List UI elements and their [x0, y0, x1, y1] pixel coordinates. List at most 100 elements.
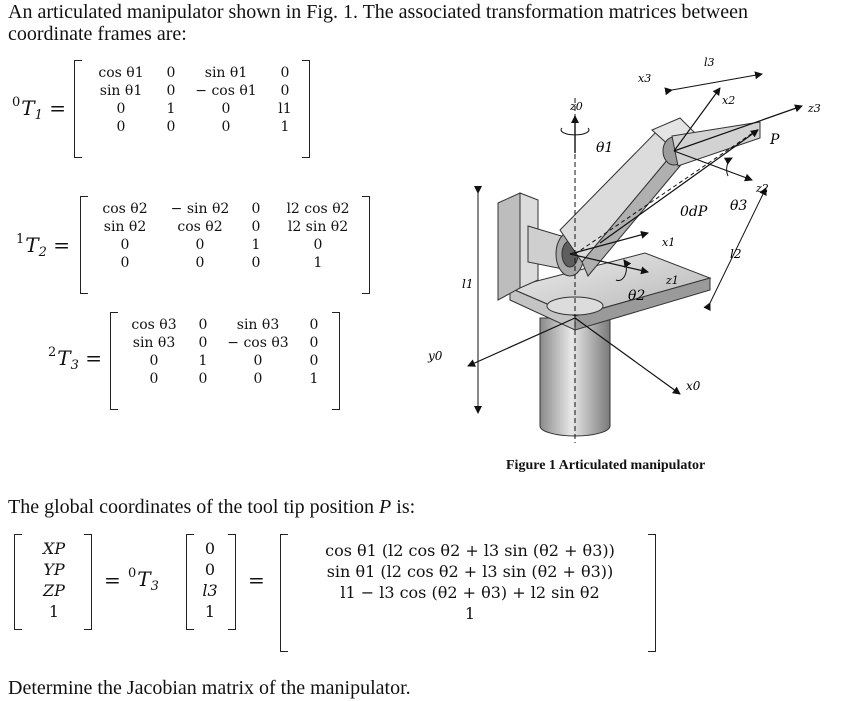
matrix-cell: l1 — [278, 101, 292, 117]
lhs-left-bracket — [14, 534, 22, 630]
matrix-t2: cos θ2 − sin θ2 0 l2 cos θ2 sin θ2 cos θ… — [90, 200, 364, 272]
matrix-cell: 0 — [195, 237, 205, 253]
matrix-cell: 0 — [198, 335, 208, 351]
matrix-cell: 0 — [116, 119, 126, 135]
global-sentence-end: is: — [391, 496, 416, 518]
manipulator-drawing — [497, 98, 761, 443]
matrix-t2-left-bracket — [80, 196, 88, 294]
vec-right-bracket — [228, 534, 236, 630]
label-x1: x1 — [662, 236, 675, 249]
matrix-cell: 0 — [166, 119, 176, 135]
vec-cell: 0 — [204, 560, 216, 579]
matrix-cell: 1 — [198, 353, 208, 369]
lhs-cell: YP — [43, 560, 65, 579]
matrix-cell: sin θ3 — [132, 335, 176, 351]
matrix-cell: 0 — [149, 371, 159, 387]
figure-caption: Figure 1 Articulated manipulator — [506, 458, 706, 473]
global-sentence: The global coordinates of the tool tip p… — [8, 495, 415, 519]
rhs-cell: 1 — [464, 604, 476, 623]
matrix-cell: 0 — [166, 83, 176, 99]
matrix-cell: 0 — [251, 255, 261, 271]
rhs-cell: l1 − l3 cos (θ2 + θ3) + l2 sin θ2 — [340, 583, 600, 602]
matrix-cell: − cos θ3 — [227, 335, 289, 351]
matrix-t1-label: 0T1 = — [12, 95, 67, 123]
matrix-t1: cos θ1 0 sin θ1 0 sin θ1 0 − cos θ1 0 0 … — [86, 64, 304, 136]
matrix-cell: 0 — [251, 201, 261, 217]
label-z0: z0 — [569, 100, 583, 113]
global-sentence-var: P — [379, 496, 392, 518]
matrix-cell: sin θ3 — [236, 317, 280, 333]
matrix-cell: l2 sin θ2 — [287, 219, 349, 235]
matrix-cell: cos θ2 — [102, 201, 148, 217]
label-theta3: θ3 — [730, 198, 747, 214]
matrix-t3-right-bracket — [332, 312, 340, 410]
lhs-cell: 1 — [48, 602, 60, 621]
label-theta1: θ1 — [596, 140, 613, 156]
label-z1: z1 — [665, 274, 679, 287]
matrix-cell: cos θ2 — [177, 219, 223, 235]
rhs-cell: sin θ1 (l2 cos θ2 + l3 sin (θ2 + θ3)) — [326, 562, 614, 581]
matrix-t1-left-bracket — [74, 60, 82, 158]
intro-line-2: coordinate frames are: — [8, 23, 187, 45]
tool-vector: 0 0 l3 1 — [194, 538, 226, 622]
matrix-cell: 0 — [309, 335, 319, 351]
label-x2: x2 — [722, 94, 735, 107]
label-z3: z3 — [807, 102, 821, 115]
matrix-cell: cos θ3 — [131, 317, 177, 333]
matrix-t3-left-bracket — [110, 312, 118, 410]
matrix-cell: 0 — [280, 65, 290, 81]
matrix-cell: 0 — [253, 371, 263, 387]
matrix-t2-label: 1T2 = — [16, 232, 71, 260]
matrix-cell: 1 — [251, 237, 261, 253]
lhs-cell: XP — [42, 539, 66, 558]
vec-cell: 0 — [204, 539, 216, 558]
equals-sign-1: = — [104, 568, 121, 592]
rhs-cell: cos θ1 (l2 cos θ2 + l3 sin (θ2 + θ3)) — [325, 541, 615, 560]
matrix-t3: cos θ3 0 sin θ3 0 sin θ3 0 − cos θ3 0 0 … — [120, 316, 330, 388]
figure-labels: x3 l3 x2 z3 P z0 θ1 0dP θ3 z2 x1 l1 l2 z… — [427, 56, 821, 393]
matrix-cell: l2 cos θ2 — [286, 201, 350, 217]
transform-t3-label: 0T3 — [128, 566, 159, 594]
lhs-vector: XP YP ZP 1 — [24, 538, 84, 622]
lhs-cell: ZP — [43, 581, 65, 600]
matrix-t1-right-bracket — [302, 60, 310, 158]
label-l1: l1 — [462, 277, 473, 291]
rhs-right-bracket — [648, 534, 656, 652]
label-x0: x0 — [686, 379, 701, 393]
frame-axes — [467, 71, 803, 414]
matrix-cell: − cos θ1 — [195, 83, 257, 99]
matrix-cell: 0 — [166, 65, 176, 81]
label-x3: x3 — [638, 72, 651, 85]
matrix-cell: sin θ1 — [99, 83, 143, 99]
matrix-cell: 0 — [120, 237, 130, 253]
matrix-cell: 1 — [166, 101, 176, 117]
matrix-cell: 0 — [313, 237, 323, 253]
matrix-cell: 0 — [149, 353, 159, 369]
manipulator-figure: x3 l3 x2 z3 P z0 θ1 0dP θ3 z2 x1 l1 l2 z… — [427, 56, 821, 443]
matrix-cell: 0 — [116, 101, 126, 117]
rhs-left-bracket — [280, 534, 288, 652]
label-y0: y0 — [427, 349, 443, 363]
label-l2: l2 — [730, 247, 741, 261]
position-vector: cos θ1 (l2 cos θ2 + l3 sin (θ2 + θ3)) si… — [292, 540, 648, 624]
vec-cell: 1 — [204, 602, 216, 621]
matrix-cell: 0 — [198, 371, 208, 387]
lhs-right-bracket — [84, 534, 92, 630]
matrix-cell: 0 — [253, 353, 263, 369]
matrix-cell: 0 — [221, 101, 231, 117]
vec-cell: l3 — [202, 581, 218, 600]
label-l3: l3 — [704, 56, 715, 69]
question-text: Determine the Jacobian matrix of the man… — [8, 677, 411, 699]
matrix-cell: 0 — [280, 83, 290, 99]
label-dp: 0dP — [680, 204, 708, 220]
matrix-cell: sin θ1 — [204, 65, 248, 81]
matrix-cell: 0 — [251, 219, 261, 235]
matrix-t2-right-bracket — [362, 196, 370, 294]
intro-line-1: An articulated manipulator shown in Fig.… — [8, 1, 748, 23]
matrix-cell: 1 — [313, 255, 323, 271]
vec-left-bracket — [186, 534, 194, 630]
matrix-cell: − sin θ2 — [170, 201, 230, 217]
label-z2: z2 — [755, 182, 769, 195]
matrix-cell: 1 — [309, 371, 319, 387]
matrix-cell: 0 — [309, 353, 319, 369]
